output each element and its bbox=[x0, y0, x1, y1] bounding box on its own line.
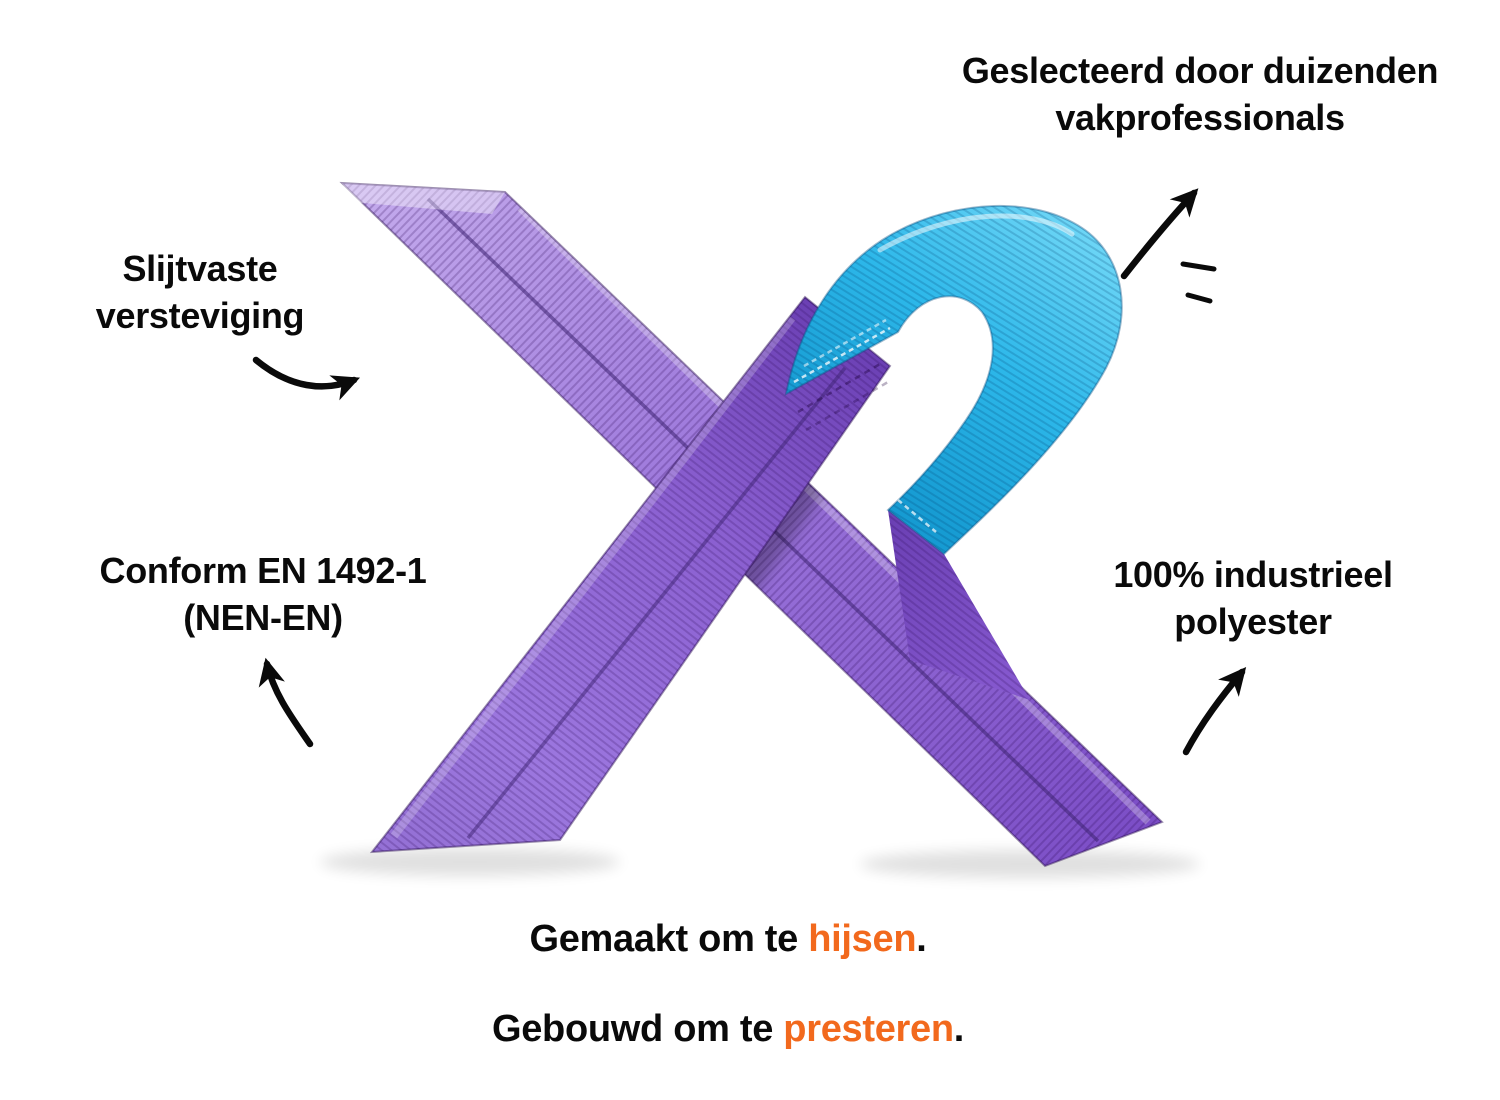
stitch-line bbox=[797, 362, 881, 414]
annotation-selected-by-professionals: Geslecteerd door duizenden vakprofession… bbox=[961, 48, 1439, 142]
accent-dash-icon bbox=[1180, 261, 1217, 272]
strap-edge-highlight bbox=[390, 315, 796, 839]
tagline-text: Gebouwd om te bbox=[491, 1008, 784, 1050]
tagline-text: . bbox=[916, 918, 927, 960]
strap-front bbox=[371, 296, 891, 853]
strap-end-fold bbox=[342, 183, 505, 214]
lifting-eye-loop bbox=[785, 204, 1123, 555]
curved-arrow-icon-polyester bbox=[1182, 667, 1247, 756]
tagline-highlight: hijsen bbox=[808, 918, 917, 960]
ground-shadow bbox=[860, 850, 1200, 878]
eye-highlight bbox=[877, 213, 1075, 253]
annotation-wear-resistant: Slijtvaste versteviging bbox=[95, 246, 305, 340]
tagline-highlight: presteren bbox=[783, 1008, 954, 1050]
ground-shadow bbox=[320, 848, 620, 876]
annotation-line: versteviging bbox=[95, 294, 305, 336]
curved-arrow-icon-left bbox=[252, 356, 361, 401]
annotation-line: Conform EN 1492-1 bbox=[99, 550, 427, 591]
annotation-conform-en: Conform EN 1492-1 (NEN-EN) bbox=[100, 548, 427, 642]
annotation-line: Slijtvaste bbox=[122, 248, 278, 289]
strap-eye-tail-ribs bbox=[888, 510, 1030, 700]
annotation-arrows bbox=[252, 188, 1247, 756]
accent-dash-icon bbox=[1185, 292, 1213, 304]
sling-illustration bbox=[320, 182, 1200, 878]
tagline-text: . bbox=[953, 1008, 965, 1050]
annotation-line: vakprofessionals bbox=[1055, 96, 1345, 138]
tagline-made-to-lift: Gemaakt om te hijsen. bbox=[529, 918, 926, 961]
stitch-line bbox=[805, 380, 889, 432]
stitch-line bbox=[803, 318, 887, 368]
annotation-line: Geslecteerd door duizenden bbox=[961, 50, 1439, 91]
curved-arrow-icon-conform bbox=[258, 657, 314, 748]
annotation-line: polyester bbox=[1174, 600, 1332, 642]
tagline-built-to-perform: Gebouwd om te presteren. bbox=[492, 1008, 964, 1051]
annotation-polyester: 100% industrieel polyester bbox=[1113, 552, 1393, 646]
annotation-line: (NEN-EN) bbox=[183, 596, 343, 638]
strap-center-stripe bbox=[466, 366, 847, 840]
curved-arrow-icon-top-right bbox=[1120, 188, 1199, 280]
tagline-text: Gemaakt om te bbox=[529, 918, 809, 960]
stitch-line bbox=[793, 326, 891, 384]
annotation-line: 100% industrieel bbox=[1113, 554, 1393, 595]
strap-edge-highlight bbox=[517, 205, 1151, 825]
